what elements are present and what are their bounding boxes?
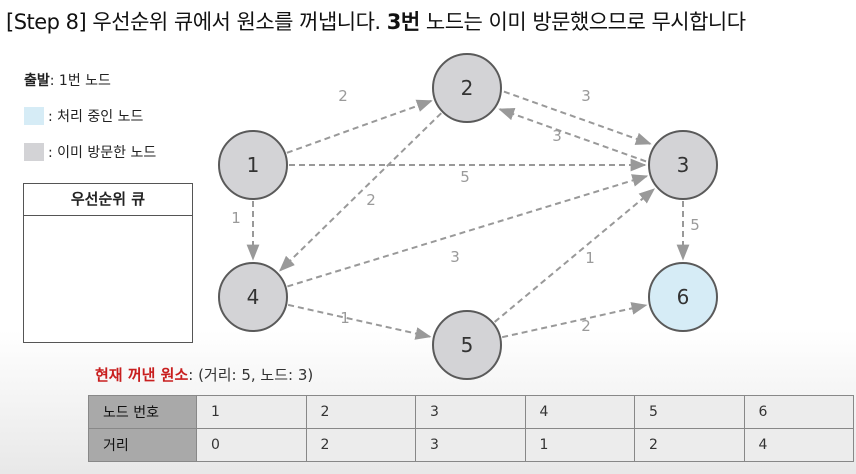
node-label: 6 <box>677 285 690 309</box>
current-label: 현재 꺼낸 원소 <box>95 366 189 384</box>
node-number-header: 노드 번호 <box>88 395 197 429</box>
edge-weight-2-4: 2 <box>366 191 376 209</box>
edge-weight-5-3: 1 <box>585 249 595 267</box>
node-number-cell: 6 <box>743 395 854 429</box>
title-step: [Step 8] <box>6 10 87 34</box>
node-label: 1 <box>247 153 260 177</box>
edge-weight-3-2: 3 <box>552 127 562 145</box>
current-value: : (거리: 5, 노드: 3) <box>188 366 314 384</box>
edge-3-2 <box>498 108 647 163</box>
visited-swatch <box>24 143 44 161</box>
node-circle <box>648 130 718 200</box>
edge-weight-3-6: 5 <box>690 216 700 234</box>
page-title: [Step 8] 우선순위 큐에서 원소를 꺼냅니다. 3번 노드는 이미 방문… <box>6 6 746 36</box>
title-text-1: 우선순위 큐에서 원소를 꺼냅니다. <box>86 10 387 34</box>
node-number-cell: 5 <box>634 395 745 429</box>
edge-weight-5-6: 2 <box>581 317 591 335</box>
node-6: 6 <box>648 262 718 332</box>
node-number-cell: 2 <box>305 395 416 429</box>
legend-start-text: : 1번 노드 <box>49 73 111 89</box>
node-circle <box>218 262 288 332</box>
edge-1-2 <box>286 99 433 154</box>
distance-table: 노드 번호 1 2 3 4 5 6 거리 0 2 3 1 2 4 <box>88 395 854 462</box>
distance-cell: 1 <box>524 428 635 462</box>
distance-header: 거리 <box>88 428 197 462</box>
legend-start-bold: 출발 <box>24 73 50 89</box>
node-number-row: 노드 번호 1 2 3 4 5 6 <box>88 395 854 429</box>
legend-start: 출발: 1번 노드 <box>24 70 111 90</box>
legend-processing: : 처리 중인 노드 <box>24 106 143 126</box>
distance-cell: 2 <box>305 428 416 462</box>
edge-weight-1-2: 2 <box>338 87 348 105</box>
node-5: 5 <box>432 310 502 380</box>
title-text-2: 노드는 이미 방문했으므로 무시합니다 <box>419 10 746 34</box>
node-label: 2 <box>461 76 474 100</box>
legend-processing-text: : 처리 중인 노드 <box>48 109 144 125</box>
legend-visited: : 이미 방문한 노드 <box>24 142 156 162</box>
distance-cell: 2 <box>634 428 745 462</box>
edge-weight-4-5: 1 <box>340 309 350 327</box>
legend-visited-text: : 이미 방문한 노드 <box>48 145 157 161</box>
node-circle <box>218 130 288 200</box>
node-number-cell: 3 <box>415 395 526 429</box>
node-label: 3 <box>677 153 690 177</box>
node-number-cell: 1 <box>196 395 307 429</box>
distance-cell: 0 <box>196 428 307 462</box>
edge-4-3 <box>287 174 649 288</box>
node-circle <box>432 310 502 380</box>
processing-swatch <box>24 107 44 125</box>
priority-queue-title: 우선순위 큐 <box>24 184 192 216</box>
current-element: 현재 꺼낸 원소: (거리: 5, 노드: 3) <box>95 364 313 385</box>
node-circle <box>648 262 718 332</box>
edge-5-6 <box>501 302 648 339</box>
edge-4-5 <box>287 303 432 340</box>
priority-queue-box: 우선순위 큐 <box>23 183 193 343</box>
node-label: 4 <box>247 285 260 309</box>
node-number-cell: 4 <box>524 395 635 429</box>
edge-weight-2-3: 3 <box>581 87 591 105</box>
edge-weight-1-3: 5 <box>460 168 470 186</box>
node-4: 4 <box>218 262 288 332</box>
title-node-bold: 3번 <box>386 10 420 34</box>
node-2: 2 <box>432 53 502 123</box>
edge-2-3 <box>503 90 652 145</box>
edge-5-3 <box>494 188 656 323</box>
node-label: 5 <box>461 333 474 357</box>
distance-cell: 3 <box>415 428 526 462</box>
edge-weight-1-4: 1 <box>231 209 241 227</box>
distance-cell: 4 <box>743 428 854 462</box>
node-1: 1 <box>218 130 288 200</box>
edge-2-4 <box>279 112 442 272</box>
node-circle <box>432 53 502 123</box>
distance-row: 거리 0 2 3 1 2 4 <box>88 428 854 462</box>
node-3: 3 <box>648 130 718 200</box>
edge-weight-4-3: 3 <box>450 248 460 266</box>
